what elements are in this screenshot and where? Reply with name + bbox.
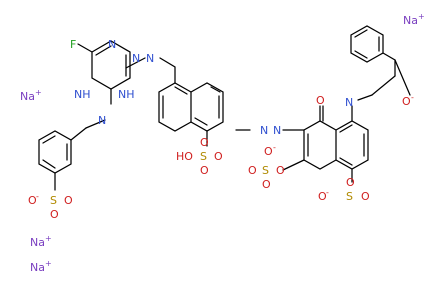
charge-plus: + [45, 259, 52, 268]
atom-hydroxyl: HO [176, 150, 193, 163]
atom-nitrogen-h: NH [118, 88, 135, 101]
sodium-ion: Na [403, 14, 418, 27]
atom-nitrogen: N [132, 52, 140, 65]
atom-oxygen: O [316, 94, 325, 107]
atom-oxygen: O [346, 176, 355, 189]
atom-sulfur: S [346, 190, 353, 203]
charge-plus: + [418, 12, 425, 21]
charge-minus: - [273, 143, 276, 152]
atom-oxygen: O [50, 208, 59, 221]
atom-oxygen: O [262, 178, 271, 191]
atom-sulfur: S [200, 150, 207, 163]
atom-nitrogen: N [146, 52, 154, 65]
charge-plus: + [35, 88, 42, 97]
bond-lines [38, 25, 411, 191]
atom-oxygen: O [28, 194, 37, 207]
sodium-ion: Na [30, 236, 45, 249]
atom-sulfur: S [262, 164, 269, 177]
atom-sulfur: S [50, 194, 57, 207]
atom-oxygen: O [318, 190, 327, 203]
charge-plus: + [45, 234, 52, 243]
sodium-ion: Na [20, 90, 35, 103]
charge-minus: - [326, 188, 329, 197]
atom-oxygen: O [214, 150, 223, 163]
atom-oxygen: O [64, 194, 73, 207]
sodium-ions: Na + Na + Na + Na + [20, 12, 425, 274]
charge-minus: - [411, 93, 414, 102]
atom-nitrogen: N [260, 124, 268, 137]
atom-nitrogen-h: NH [74, 88, 91, 101]
atom-oxygen: O [248, 164, 257, 177]
atom-fluorine: F [70, 38, 76, 51]
charge-minus: - [36, 192, 39, 201]
sodium-ion: Na [30, 261, 45, 274]
atom-oxygen: O [200, 136, 209, 149]
atom-oxygen: O [200, 164, 209, 177]
atom-oxygen: O [361, 190, 370, 203]
atom-nitrogen: N [273, 124, 281, 137]
atom-oxygen: O [264, 145, 273, 158]
atom-oxygen: O [276, 164, 285, 177]
atom-nitrogen: N [345, 96, 353, 109]
atom-nitrogen: N [108, 38, 116, 51]
atom-labels: O - N O N N O - O S O O O - S O O HO S O… [28, 38, 414, 221]
atom-oxygen: O [402, 95, 411, 108]
atom-nitrogen: N [98, 114, 106, 127]
